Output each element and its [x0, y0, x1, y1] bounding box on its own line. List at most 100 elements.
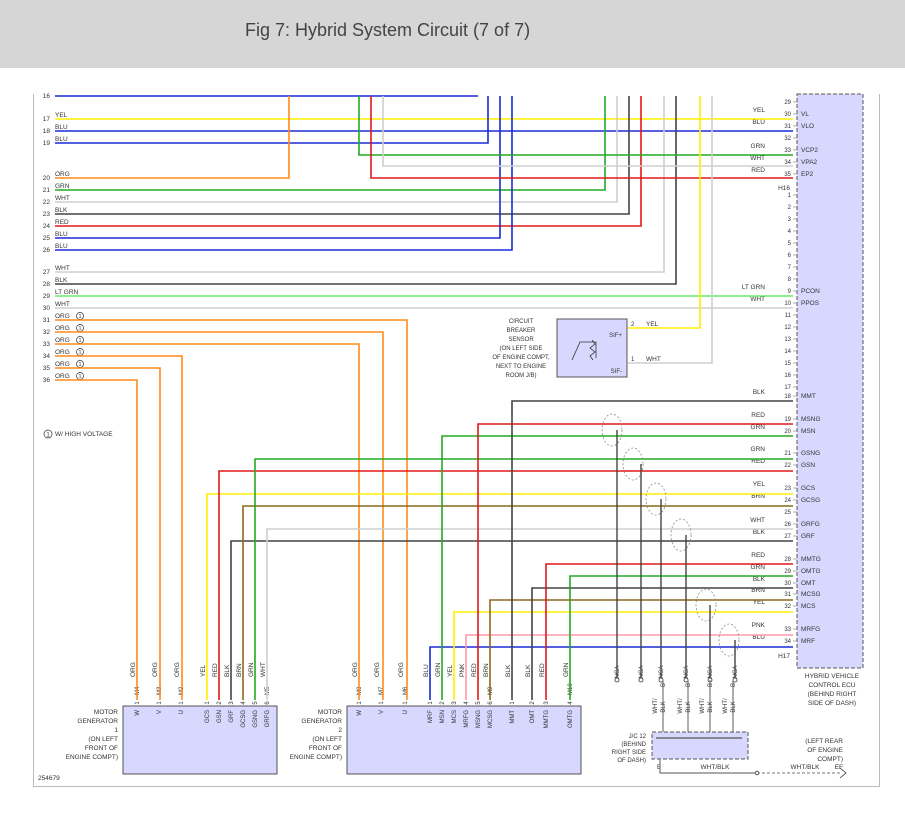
ecu-pin-signal: MRF — [801, 638, 815, 645]
ecu-pin-number: 8 — [788, 277, 792, 283]
wire-mcs — [453, 611, 793, 700]
ecu-wire-color: GRN — [751, 564, 766, 571]
mg2-pin-signal: OMTG — [568, 710, 574, 728]
ecu-wire-color: BLU — [752, 119, 765, 126]
sensor-pin-signal: SIF- — [611, 369, 622, 375]
jc-wire-label: BLK — [731, 701, 737, 712]
ecu-pin-number: 23 — [784, 486, 791, 492]
ecu-pin-signal: VPA2 — [801, 159, 818, 166]
mg1-wire-color: WHT — [260, 662, 267, 677]
sensor-switch-symbol — [571, 341, 597, 361]
wire-mmtg — [545, 563, 793, 700]
nca-label: NCA — [615, 666, 621, 679]
mg2-label-line: 2 — [338, 727, 342, 734]
mg1-connector: M5 — [265, 686, 271, 695]
ecu-pin-number: 30 — [784, 581, 791, 587]
sensor-resistor-symbol — [589, 339, 596, 361]
mg1-pin-signal: GRFG — [265, 710, 271, 728]
left-pin-number: 27 — [43, 269, 51, 276]
sensor-wire-color: WHT — [646, 356, 661, 363]
wire-pin31-mg2-u — [55, 319, 408, 700]
wire-pin21 — [55, 96, 606, 191]
ecu-pin-signal: VLO — [801, 123, 814, 130]
ecu-wire-color: YEL — [753, 481, 766, 488]
left-wire-color: RED — [55, 219, 69, 226]
ecu-pin-signal: MMTG — [801, 556, 821, 563]
left-pin-number: 32 — [43, 329, 51, 336]
mg2-pin-signal: MRFG — [464, 710, 470, 728]
note-number: 1 — [78, 374, 81, 380]
mg2-pin-signal: OMT — [530, 710, 536, 724]
mg2-wire-color: ORG — [374, 662, 381, 677]
left-pin-number: 19 — [43, 140, 51, 147]
left-pin-number: 16 — [43, 93, 51, 100]
mg1-label-line: MOTOR — [94, 709, 118, 716]
ecu-wire-color: BLK — [753, 529, 766, 536]
nca-terminal — [638, 677, 644, 683]
left-pin-number: 26 — [43, 247, 51, 254]
ecu-pin-signal: GRF — [801, 533, 815, 540]
mg2-label-line: (ON LEFT — [312, 736, 342, 743]
circuit-breaker-sensor-box — [556, 318, 628, 378]
ecu-pin-signal: GSN — [801, 462, 815, 469]
ecu-pin-number: 17 — [784, 385, 791, 391]
mg1-pin-number: 6 — [265, 701, 271, 705]
left-wire-color: BLU — [55, 124, 68, 131]
wire-gsng — [254, 458, 793, 700]
mg1-pin-number: 1 — [157, 701, 163, 705]
mg2-pin-number: 1 — [379, 701, 385, 705]
ground-label-line: (LEFT REAR — [805, 738, 843, 745]
jc-wire-label: BLK — [708, 701, 714, 712]
sensor-label-line: BREAKER — [507, 328, 536, 334]
ecu-pin-number: 28 — [784, 557, 791, 563]
ecu-pin-number: 33 — [784, 148, 791, 154]
mg1-wire-color: GRN — [248, 662, 255, 677]
mg2-wire-color: PNK — [459, 663, 466, 677]
wire-sif-plus — [628, 96, 701, 329]
ecu-pin-number: 2 — [788, 205, 792, 211]
mg2-connector: M7 — [379, 686, 385, 695]
jc12-box — [651, 731, 749, 760]
mg1-label-line: ENGINE COMPT) — [66, 754, 118, 761]
nca-label: NCA — [639, 666, 645, 679]
wire-msn — [441, 435, 793, 700]
ecu-wire-color: BLU — [752, 634, 765, 641]
note-number: 1 — [78, 362, 81, 368]
ecu-wire-color: RED — [751, 412, 765, 419]
ecu-pin-number: 12 — [784, 325, 791, 331]
ecu-pin-signal: MCSG — [801, 591, 821, 598]
ecu-pin-number: 27 — [784, 534, 791, 540]
wire-pin28 — [55, 96, 677, 285]
jc-pin-letter: B — [731, 683, 737, 687]
ecu-pin-signal: GCSG — [801, 497, 820, 504]
mg2-wire-color: YEL — [447, 664, 454, 677]
wire-mrfg — [465, 634, 793, 700]
left-wire-color: ORG — [55, 349, 70, 356]
mg2-pin-number: 3 — [544, 701, 550, 705]
wire-vcp2 — [358, 96, 793, 156]
mg2-connector: M10 — [568, 683, 574, 695]
mg2-pin-signal: MMTG — [544, 710, 550, 729]
mg1-pin-signal: GRF — [229, 710, 235, 723]
mg1-wire-color: ORG — [152, 662, 159, 677]
ecu-pin-number: 30 — [784, 112, 791, 118]
mg2-label-line: ENGINE COMPT) — [290, 754, 342, 761]
mg1-wire-color: ORG — [174, 662, 181, 677]
ground-terminal — [754, 770, 760, 776]
left-wire-color: ORG — [55, 337, 70, 344]
jc-wire-label: WHT/ — [700, 698, 706, 714]
wire-gcs — [206, 493, 793, 700]
ecu-pin-number: 34 — [784, 639, 791, 645]
sensor-wire-color: YEL — [646, 321, 659, 328]
mg2-wire-color: ORG — [398, 662, 405, 677]
header-bar: Fig 7: Hybrid System Circuit (7 of 7) — [0, 0, 905, 68]
left-wire-color: ORG — [55, 373, 70, 380]
ecu-pin-number: 21 — [784, 451, 791, 457]
mg2-pin-number: 6 — [488, 701, 494, 705]
jc-pin-letter: B — [661, 683, 667, 687]
ecu-connector-h17: H17 — [778, 653, 790, 660]
jc12-label-line: RIGHT SIDE — [612, 750, 646, 756]
shield-ellipse — [695, 588, 717, 622]
mg1-pin-signal: GSN — [217, 710, 223, 723]
